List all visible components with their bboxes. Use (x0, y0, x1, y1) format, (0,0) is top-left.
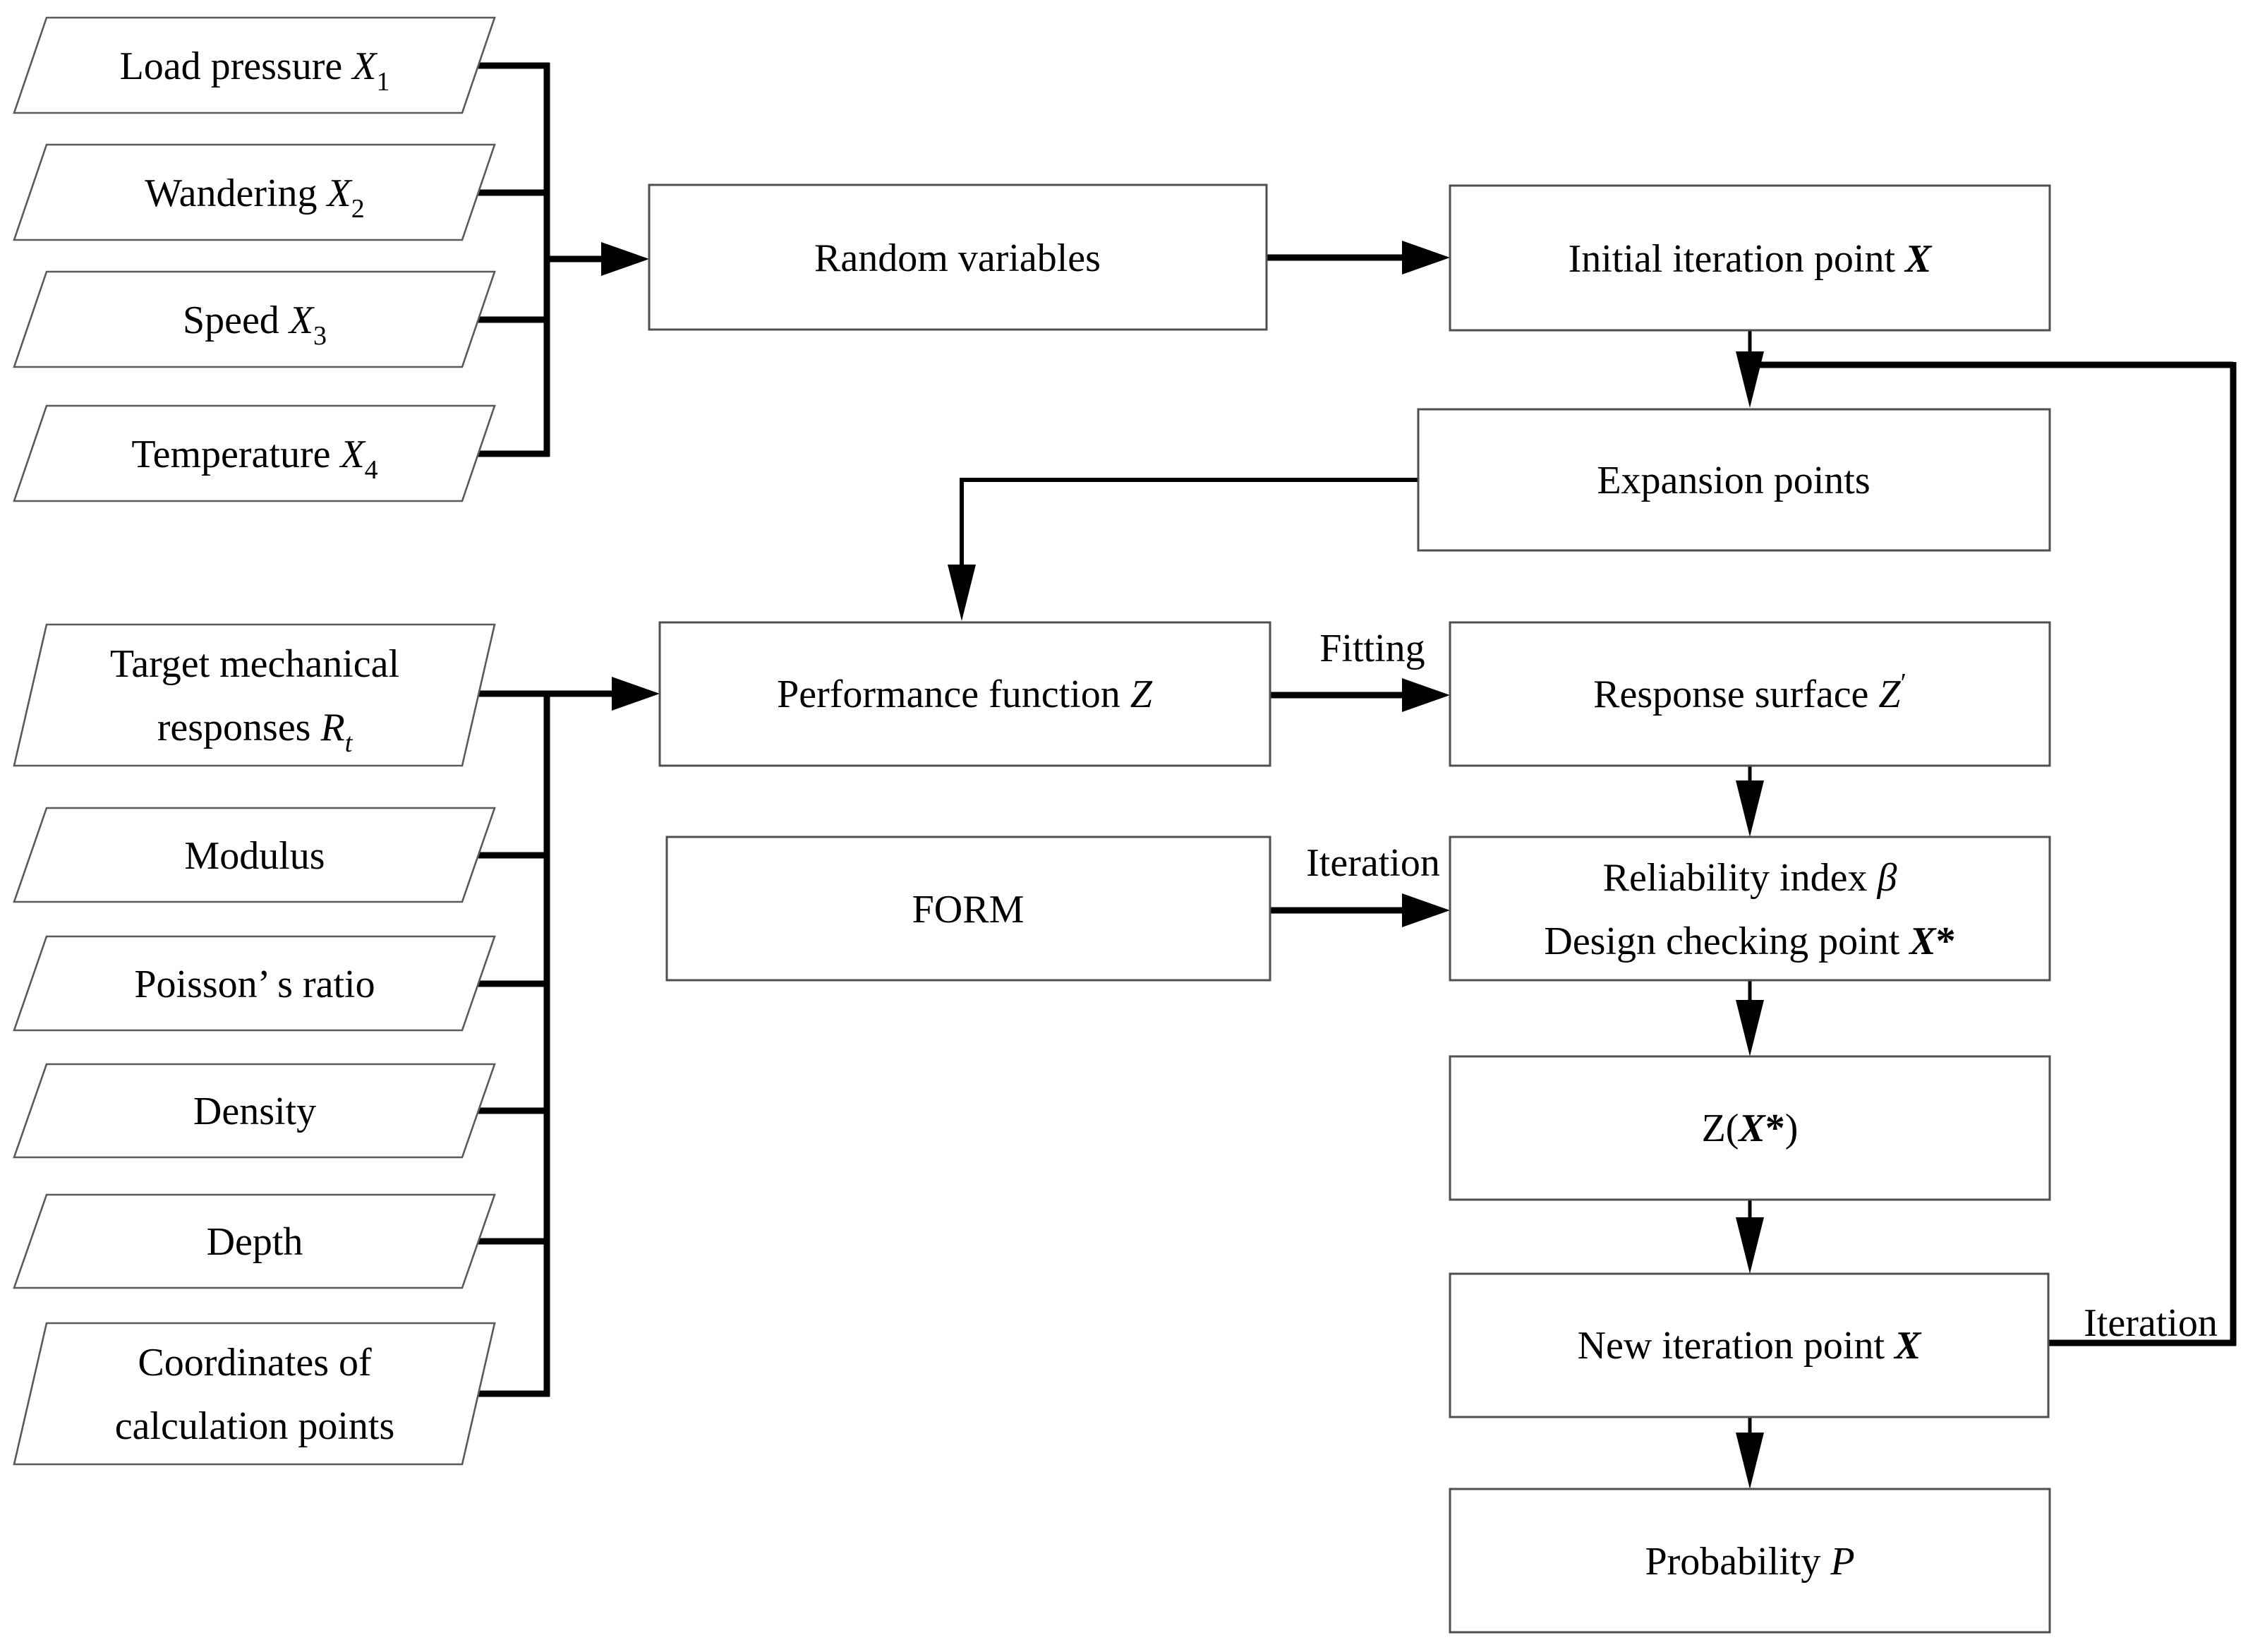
node-expansion-points: Expansion points (1417, 408, 2051, 552)
reliability-index-box (1449, 836, 2051, 982)
coordinates-shape (13, 1322, 496, 1466)
random-variables-label: Random variables (814, 236, 1101, 280)
node-random-variables: Random variables (648, 183, 1268, 331)
speed-label: Speed X3 (183, 299, 327, 351)
form-label: FORM (912, 888, 1025, 931)
target-responses-shape (13, 623, 496, 767)
arrowhead-into-probability (1736, 1433, 1764, 1489)
new-iteration-box (1449, 1272, 2050, 1418)
depth-label: Depth (207, 1220, 303, 1264)
modulus-shape (13, 807, 496, 903)
arrowhead-into-new-iteration (1736, 1217, 1764, 1274)
coordinates-label-line1: Coordinates of (138, 1341, 372, 1385)
node-coordinates: Coordinates of calculation points (13, 1322, 496, 1466)
density-shape (13, 1063, 496, 1159)
arrowhead-into-expansion-points (1736, 351, 1764, 408)
edge-expansion-to-performance-line (960, 478, 1418, 567)
poissons-ratio-shape (13, 935, 496, 1032)
depth-shape (13, 1193, 496, 1289)
wandering-shape (13, 143, 496, 241)
random-variables-box (648, 183, 1268, 331)
edge-label-iteration-form: Iteration (1306, 841, 1440, 885)
expansion-points-box (1417, 408, 2051, 552)
node-form: FORM (665, 836, 1271, 982)
target-responses-label-line1: Target mechanical (110, 642, 399, 686)
arrowhead-form-into-reliability (1402, 893, 1450, 927)
new-iteration-label: New iteration point X (1578, 1324, 1922, 1368)
node-speed: Speed X3 (13, 270, 496, 368)
response-surface-label: Response surface Z′ (1593, 668, 1907, 716)
arrowhead-fitting-into-response (1402, 678, 1450, 712)
node-depth: Depth (13, 1193, 496, 1289)
edge-label-iteration-loop: Iteration (2084, 1301, 2218, 1345)
coordinates-label-line2: calculation points (115, 1404, 395, 1448)
poissons-ratio-label: Poisson’ s ratio (134, 963, 375, 1006)
reliability-index-label-line1: Reliability index β (1603, 856, 1897, 900)
node-reliability-index: Reliability index β Design checking poin… (1449, 836, 2051, 982)
top-inputs-connector-line (477, 62, 605, 457)
wandering-label: Wandering X2 (145, 171, 365, 224)
response-surface-box (1449, 621, 2051, 767)
arrowhead-inputs-into-performance (612, 677, 660, 711)
arrowhead-into-zcheck (1736, 1000, 1764, 1056)
expansion-points-label: Expansion points (1597, 459, 1870, 502)
reliability-index-label-line2: Design checking point X* (1544, 920, 1955, 963)
bottom-inputs-connector-line (477, 690, 615, 1397)
load-pressure-shape (13, 16, 496, 114)
arrowhead-expansion-into-performance (948, 565, 976, 621)
temperature-label: Temperature X4 (131, 433, 377, 485)
node-initial-iteration-point: Initial iteration point X (1449, 184, 2051, 332)
iteration-loop-line (1747, 361, 2237, 1346)
load-pressure-label: Load pressure X1 (120, 44, 390, 97)
initial-iteration-box (1449, 184, 2051, 332)
edge-label-fitting: Fitting (1319, 627, 1425, 670)
node-z-check: Z(X*) (1449, 1055, 2051, 1201)
modulus-label: Modulus (184, 834, 325, 878)
node-wandering: Wandering X2 (13, 143, 496, 241)
node-load-pressure: Load pressure X1 (13, 16, 496, 114)
node-probability: Probability P (1449, 1488, 2051, 1634)
node-density: Density (13, 1063, 496, 1159)
node-modulus: Modulus (13, 807, 496, 903)
speed-shape (13, 270, 496, 368)
z-check-label: Z(X*) (1702, 1107, 1799, 1150)
performance-function-label: Performance function Z (777, 673, 1153, 716)
density-label: Density (193, 1090, 316, 1133)
node-new-iteration-point: New iteration point X (1449, 1272, 2050, 1418)
form-box (665, 836, 1271, 982)
performance-function-box (658, 621, 1271, 767)
arrowhead-into-initial-iteration (1402, 241, 1450, 275)
z-check-box (1449, 1055, 2051, 1201)
probability-label: Probability P (1645, 1540, 1854, 1584)
arrowhead-into-random-variables (601, 242, 649, 276)
temperature-shape (13, 404, 496, 502)
node-poissons-ratio: Poisson’ s ratio (13, 935, 496, 1032)
node-target-responses: Target mechanical responses Rt (13, 623, 496, 767)
initial-iteration-label: Initial iteration point X (1569, 237, 1933, 281)
node-performance-function: Performance function Z (658, 621, 1271, 767)
node-temperature: Temperature X4 (13, 404, 496, 502)
probability-box (1449, 1488, 2051, 1634)
arrowhead-into-reliability (1736, 780, 1764, 837)
node-response-surface: Response surface Z′ (1449, 621, 2051, 767)
target-responses-label-line2: responses Rt (157, 706, 353, 758)
